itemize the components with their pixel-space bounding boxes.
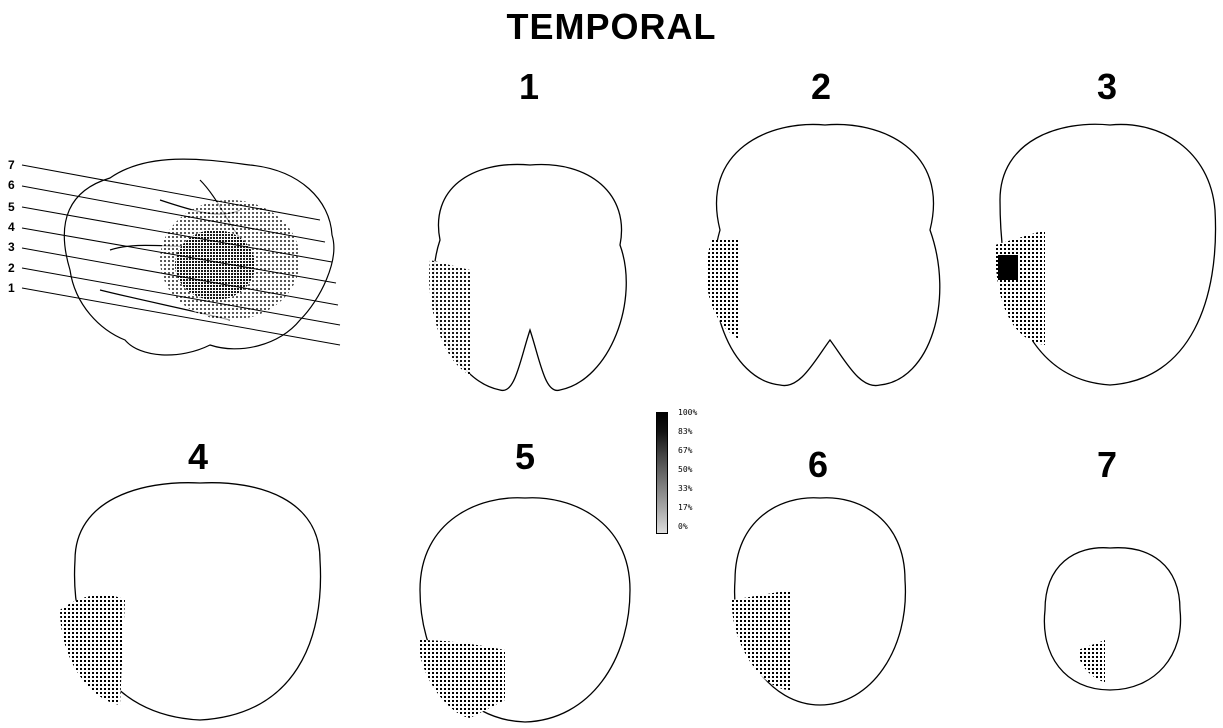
legend-label-83: 83% <box>678 427 692 436</box>
legend-label-17: 17% <box>678 503 692 512</box>
legend-label-50: 50% <box>678 465 692 474</box>
slice-4-drawing <box>60 483 321 720</box>
slice-3-drawing <box>995 124 1216 385</box>
legend-label-67: 67% <box>678 446 692 455</box>
legend-label-0: 0% <box>678 522 688 531</box>
slice-2-drawing <box>706 124 940 385</box>
slice-6-drawing <box>732 498 906 705</box>
slice-5-drawing <box>418 498 630 722</box>
slice-7-drawing <box>1044 548 1180 690</box>
slice-1-drawing <box>429 164 626 390</box>
legend-label-33: 33% <box>678 484 692 493</box>
lateral-brain-view <box>64 159 334 355</box>
legend-scale-bar <box>656 412 668 534</box>
legend-label-100: 100% <box>678 408 697 417</box>
